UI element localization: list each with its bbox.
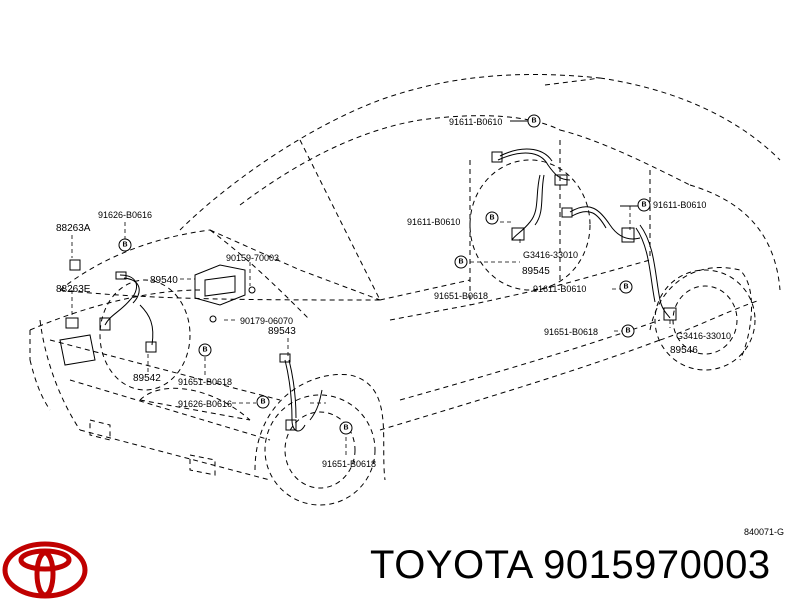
callout-label: G3416-33010 bbox=[676, 331, 731, 341]
bolt-marker-icon: B bbox=[454, 255, 468, 269]
bolt-marker-icon: B bbox=[637, 198, 651, 212]
callout-label: 91611-B0610 bbox=[653, 200, 706, 210]
svg-text:B: B bbox=[625, 328, 630, 335]
leader-lines bbox=[71, 120, 671, 458]
callout-label: 89546 bbox=[670, 345, 698, 356]
svg-text:B: B bbox=[641, 202, 646, 209]
bolt-marker-icon: B bbox=[198, 343, 212, 357]
bolt-marker-icon: B bbox=[621, 324, 635, 338]
callout-label: 91626-B0616 bbox=[98, 210, 152, 220]
callout-label: 90179-06070 bbox=[240, 316, 293, 326]
svg-text:B: B bbox=[122, 242, 127, 249]
callout-label: 91626-B0616 bbox=[178, 399, 232, 409]
callout-label: 91651-B0618 bbox=[544, 327, 598, 337]
callout-label: 88263A bbox=[56, 223, 91, 234]
callout-label: 91611-B0610 bbox=[449, 117, 502, 127]
bolt-marker-icon: B bbox=[527, 114, 541, 128]
callout-label: G3416-33010 bbox=[523, 250, 578, 260]
callout-label: 91651-B0618 bbox=[178, 377, 232, 387]
svg-text:B: B bbox=[202, 347, 207, 354]
bolt-marker-icon: B bbox=[339, 421, 353, 435]
callout-label: 90159-70003 bbox=[226, 253, 279, 263]
svg-text:B: B bbox=[623, 284, 628, 291]
svg-text:B: B bbox=[343, 425, 348, 432]
callout-label: 91611-B0610 bbox=[407, 217, 460, 227]
car-outline bbox=[29, 74, 781, 506]
callout-label: 91651-B0618 bbox=[322, 459, 376, 469]
brand-part-number: TOYOTA 9015970003 bbox=[370, 543, 771, 587]
callout-label: 89545 bbox=[522, 266, 550, 277]
svg-text:B: B bbox=[531, 118, 536, 125]
bolt-marker-icon: B bbox=[485, 211, 499, 225]
bolt-marker-icon: B bbox=[118, 238, 132, 252]
callout-labels: 91611-B0610 91611-B0610 G3416-33010 8954… bbox=[56, 117, 731, 469]
svg-text:B: B bbox=[489, 215, 494, 222]
svg-text:B: B bbox=[260, 399, 265, 406]
callout-label: 91611-B0610 bbox=[533, 284, 586, 294]
callout-label: 91651-B0618 bbox=[434, 291, 488, 301]
callout-label: 88263E bbox=[56, 284, 91, 295]
toyota-emblem-icon bbox=[2, 541, 88, 599]
callout-label: 89543 bbox=[268, 326, 296, 337]
callout-label: 89540 bbox=[150, 275, 178, 286]
diagram-code: 840071-G bbox=[744, 527, 784, 537]
bolt-markers: B B B B B B B B B B bbox=[118, 114, 651, 435]
abs-components bbox=[59, 148, 677, 432]
bolt-marker-icon: B bbox=[256, 395, 270, 409]
callout-label: 89542 bbox=[133, 373, 161, 384]
svg-text:B: B bbox=[458, 259, 463, 266]
bolt-marker-icon: B bbox=[619, 280, 633, 294]
